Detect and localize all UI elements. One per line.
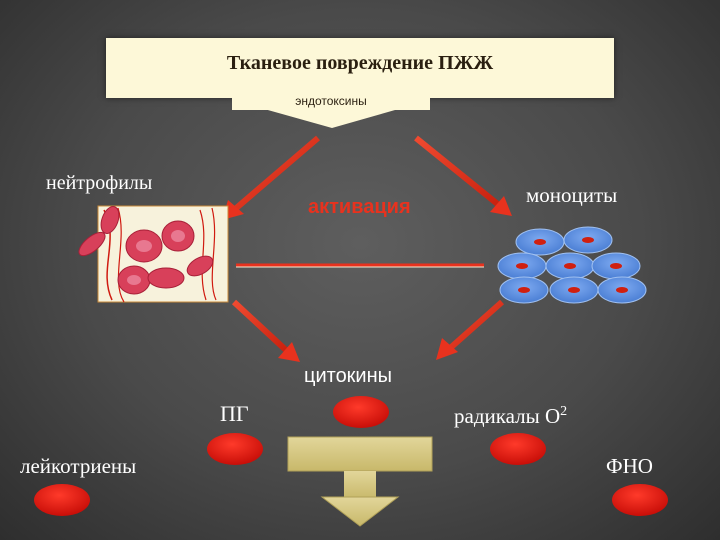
arrow-to-monocytes (414, 135, 512, 216)
neutrophils-illustration (78, 205, 229, 303)
ellipse-radicals (490, 433, 546, 465)
monocytes-illustration (497, 226, 647, 304)
ellipse-pg (333, 396, 389, 428)
ellipse-leukotrienes (207, 433, 263, 465)
ellipse-tnf (612, 484, 668, 516)
radicals-text: радикалы O (454, 404, 561, 428)
monocytes-label: моноциты (526, 183, 618, 207)
horizontal-connector (236, 263, 484, 268)
neutrophils-label: нейтрофилы (46, 172, 153, 194)
tnf-label: ФНО (606, 454, 653, 478)
title-box: Тканевое повреждение ПЖЖ (106, 38, 614, 98)
radicals-superscript: 2 (560, 404, 568, 419)
bottom-arrow (287, 436, 433, 527)
radicals-label: радикалы O2 (454, 404, 567, 429)
arrow-to-cytokines-left (231, 299, 300, 362)
leukotrienes-label: лейкотриены (20, 454, 137, 478)
title-text: Тканевое повреждение ПЖЖ (226, 52, 494, 74)
arrow-to-cytokines-right (436, 299, 504, 360)
arrow-to-neutrophils (222, 135, 320, 220)
ellipse-bottom-left (34, 484, 90, 516)
endotoxins-label: эндотоксины (295, 94, 367, 108)
pg-label: ПГ (220, 401, 249, 426)
endotoxins-callout (232, 92, 430, 128)
activation-label: активация (308, 196, 411, 218)
cytokines-label: цитокины (304, 365, 393, 387)
